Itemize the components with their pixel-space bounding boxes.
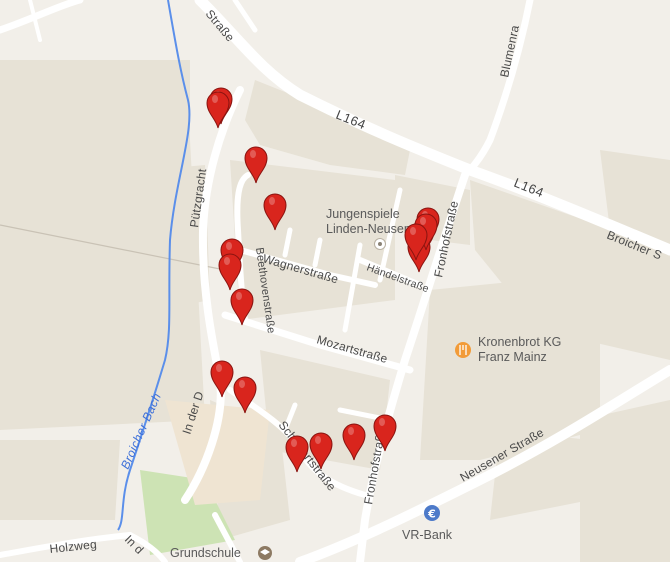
school-area (165, 400, 270, 505)
map-marker[interactable] (404, 223, 428, 261)
poi-grundschule[interactable]: Grundschule (170, 546, 272, 560)
poi-label-kronenbrot-line1: Kronenbrot KG (478, 335, 561, 349)
poi-jungenspiele[interactable]: Jungenspiele Linden-Neusen (326, 207, 411, 250)
green-area (140, 470, 235, 555)
map-marker[interactable] (342, 423, 366, 461)
svg-text:€: € (427, 508, 436, 521)
broicher-bach-stream (117, 0, 191, 531)
poi-vr-bank[interactable]: € VR-Bank (402, 505, 453, 542)
map-marker[interactable] (244, 146, 268, 184)
map-marker[interactable] (206, 91, 230, 129)
map-marker[interactable] (230, 288, 254, 326)
map-marker[interactable] (373, 414, 397, 452)
map-marker[interactable] (263, 193, 287, 231)
poi-label-vr-bank: VR-Bank (402, 528, 453, 542)
poi-label-grundschule: Grundschule (170, 546, 241, 560)
poi-kronenbrot[interactable]: Kronenbrot KG Franz Mainz (455, 335, 561, 364)
poi-label-jungenspiele-line2: Linden-Neusen (326, 222, 411, 236)
map-marker[interactable] (210, 360, 234, 398)
map-marker[interactable] (233, 376, 257, 414)
map-marker[interactable] (218, 253, 242, 291)
road-label-holzweg: Holzweg (49, 537, 98, 556)
building-blocks (0, 60, 670, 562)
poi-dot-icon (374, 238, 386, 250)
poi-label-kronenbrot-line2: Franz Mainz (478, 350, 547, 364)
bank-icon: € (424, 505, 440, 521)
school-icon (258, 546, 272, 560)
marker-layer (206, 87, 440, 473)
map-marker[interactable] (285, 435, 309, 473)
restaurant-icon (455, 342, 471, 358)
poi-label-jungenspiele-line1: Jungenspiele (326, 207, 400, 221)
boundary-line (0, 224, 226, 271)
map-marker[interactable] (309, 432, 333, 470)
